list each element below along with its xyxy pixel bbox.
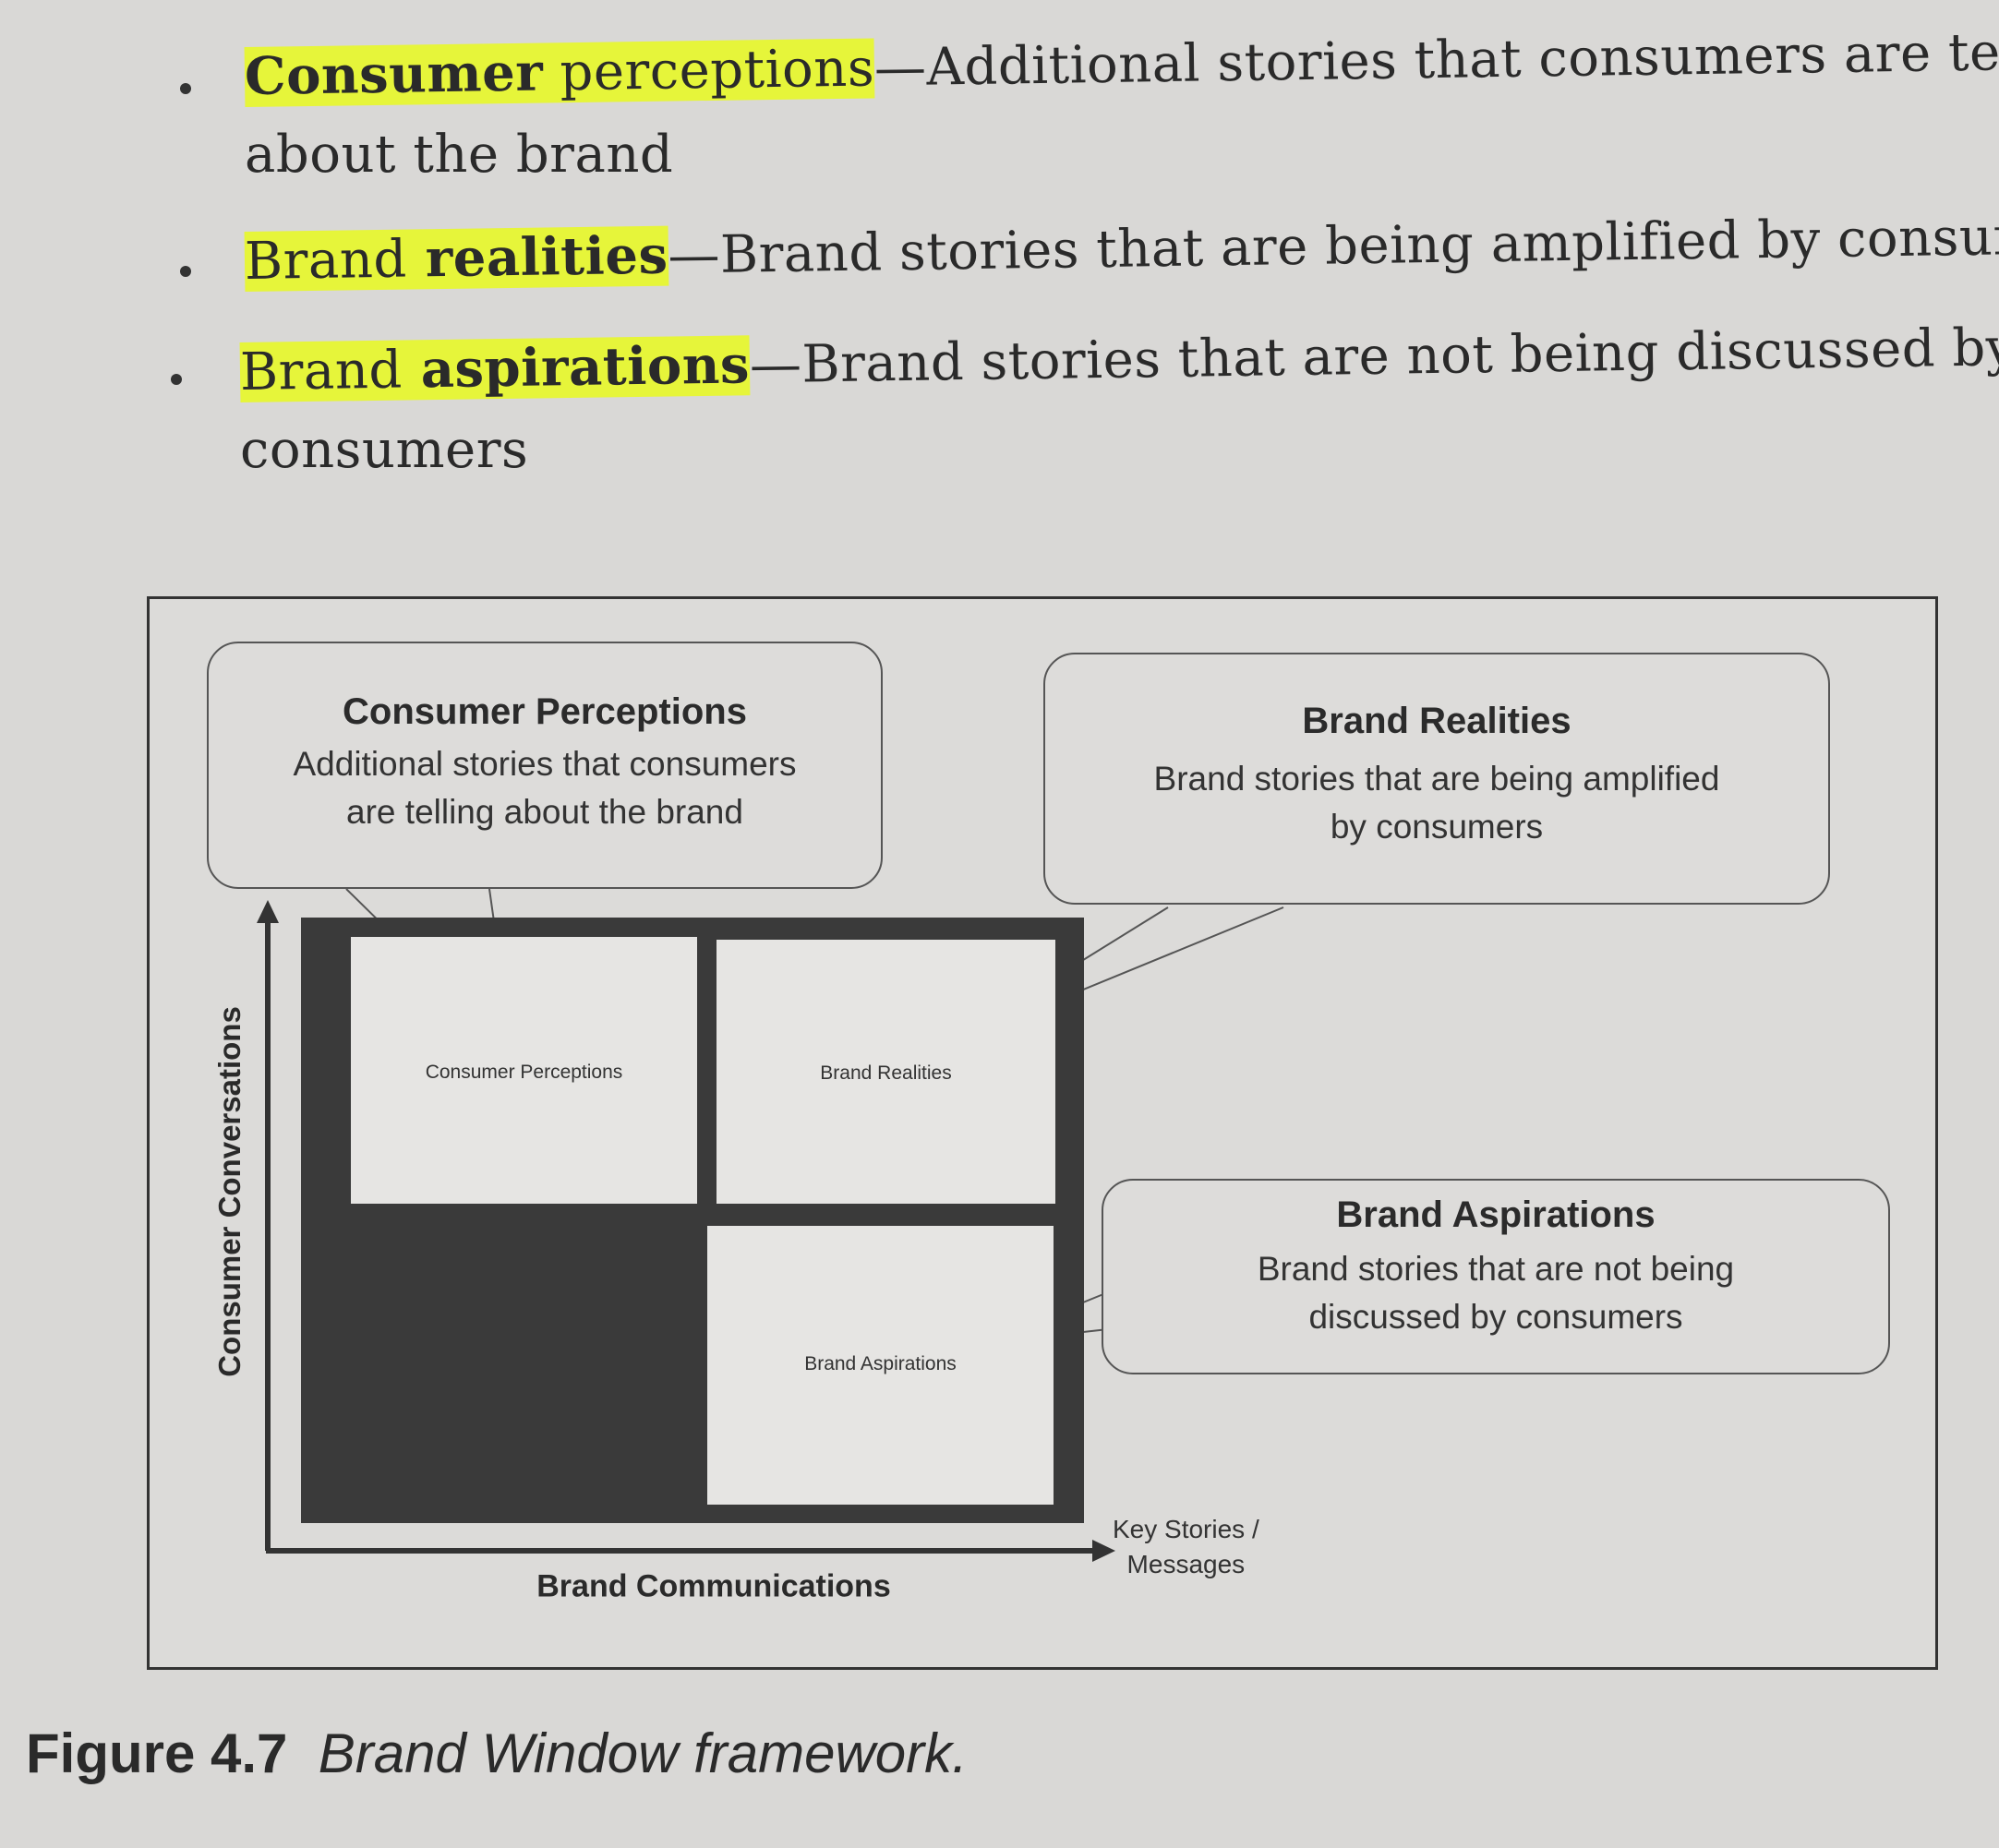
callout-brand-realities: Brand Realities Brand stories that are b… bbox=[1043, 653, 1830, 905]
bullet-continuation: consumers bbox=[240, 420, 529, 480]
callout-title: Consumer Perceptions bbox=[343, 691, 747, 732]
cell-consumer-perceptions: Consumer Perceptions bbox=[351, 937, 697, 1204]
bullet-dot bbox=[171, 374, 182, 385]
callout-title: Brand Aspirations bbox=[1336, 1194, 1656, 1235]
callout-text: by consumers bbox=[1330, 808, 1544, 846]
cell-brand-aspirations: Brand Aspirations bbox=[707, 1226, 1054, 1505]
x-end-line: Key Stories / bbox=[1113, 1515, 1259, 1543]
cell-label: Consumer Perceptions bbox=[425, 1062, 623, 1083]
figure-caption: Figure 4.7 Brand Window framework. bbox=[26, 1722, 968, 1785]
x-axis-label: Brand Communications bbox=[536, 1568, 891, 1604]
bullet-continuation: about the brand bbox=[245, 125, 674, 185]
callout-brand-aspirations: Brand Aspirations Brand stories that are… bbox=[1102, 1179, 1890, 1374]
callout-text: are telling about the brand bbox=[346, 793, 743, 831]
bullet-dot bbox=[180, 83, 191, 94]
caption-text: Brand Window framework. bbox=[318, 1722, 968, 1784]
y-axis-label: Consumer Conversations bbox=[212, 1006, 247, 1377]
x-axis-end-label: Key Stories / Messages bbox=[1113, 1512, 1259, 1582]
cell-brand-realities: Brand Realities bbox=[717, 940, 1055, 1204]
callout-text: Additional stories that consumers bbox=[293, 745, 797, 783]
caption-label: Figure 4.7 bbox=[26, 1722, 288, 1784]
bullet-dot bbox=[180, 266, 191, 277]
x-end-line: Messages bbox=[1126, 1550, 1246, 1578]
cell-label: Brand Realities bbox=[820, 1062, 952, 1084]
callout-text: Brand stories that are being amplified bbox=[1153, 760, 1720, 798]
callout-title: Brand Realities bbox=[1302, 701, 1572, 741]
cell-label: Brand Aspirations bbox=[804, 1353, 957, 1374]
callout-text: discussed by consumers bbox=[1308, 1298, 1683, 1336]
callout-consumer-perceptions: Consumer Perceptions Additional stories … bbox=[207, 642, 883, 889]
callout-text: Brand stories that are not being bbox=[1257, 1250, 1735, 1288]
